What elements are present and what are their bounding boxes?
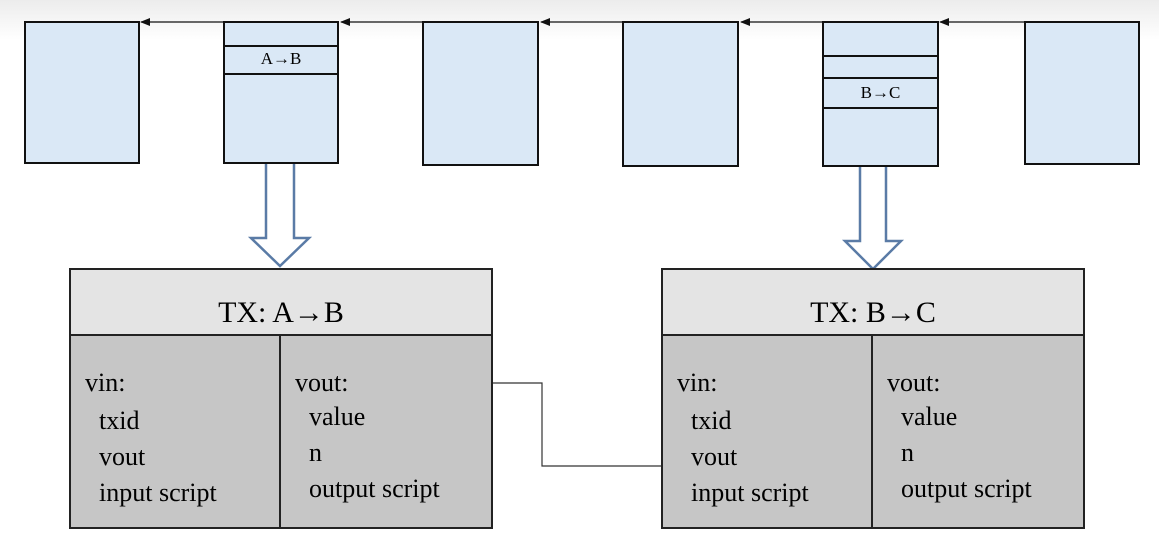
vin-field-vout-bc: vout bbox=[691, 442, 738, 471]
vout-label-bc: vout: bbox=[887, 368, 941, 397]
vout-field-n-ab: n bbox=[309, 438, 322, 467]
tx-card-bc: TX: B→C vin: txid vout input script vout… bbox=[661, 268, 1085, 529]
vout-field-script-bc: output script bbox=[901, 474, 1032, 503]
block-1 bbox=[24, 21, 140, 164]
vin-field-txid-ab: txid bbox=[99, 406, 140, 435]
vout-field-value-bc: value bbox=[901, 402, 958, 431]
vout-section-ab: vout: value n output script bbox=[281, 336, 491, 527]
tx-title-bc: TX: B→C bbox=[663, 270, 1083, 336]
block-tx-label-bc: B→C bbox=[860, 83, 901, 102]
block-tx-row-bc-top bbox=[824, 55, 937, 79]
vout-field-value-ab: value bbox=[309, 402, 366, 431]
block-5: B→C bbox=[822, 21, 939, 167]
vout-field-n-bc: n bbox=[901, 438, 914, 467]
vout-field-script-ab: output script bbox=[309, 474, 440, 503]
vin-field-script-bc: input script bbox=[691, 478, 809, 507]
block-tx-row-bc: B→C bbox=[824, 77, 937, 109]
vin-field-vout-ab: vout bbox=[99, 442, 146, 471]
block-tx-label-ab: A→B bbox=[260, 49, 302, 68]
vin-section-bc: vin: txid vout input script bbox=[663, 336, 873, 527]
vin-label-ab: vin: bbox=[85, 368, 126, 397]
block-2: A→B bbox=[223, 21, 339, 164]
vin-section-ab: vin: txid vout input script bbox=[71, 336, 281, 527]
block-tx-row-ab: A→B bbox=[225, 45, 337, 75]
vout-label-ab: vout: bbox=[295, 368, 349, 397]
tx-card-ab: TX: A→B vin: txid vout input script vout… bbox=[69, 268, 493, 529]
block-6 bbox=[1024, 21, 1140, 165]
vout-section-bc: vout: value n output script bbox=[873, 336, 1083, 527]
block-3 bbox=[422, 21, 539, 166]
vin-field-txid-bc: txid bbox=[691, 406, 732, 435]
block-4 bbox=[622, 21, 739, 167]
vin-field-script-ab: input script bbox=[99, 478, 217, 507]
tx-title-ab: TX: A→B bbox=[71, 270, 491, 336]
vin-label-bc: vin: bbox=[677, 368, 718, 397]
